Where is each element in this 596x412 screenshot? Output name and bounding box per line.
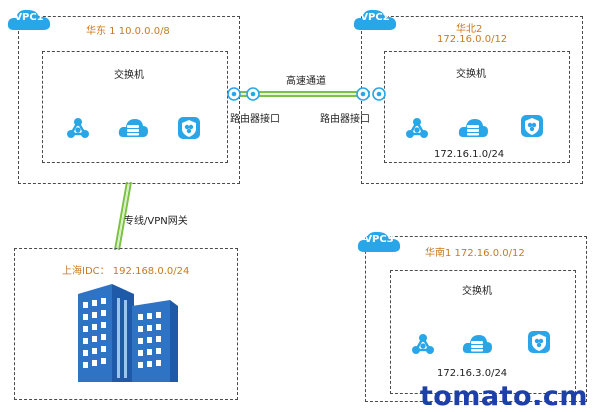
shield-app-icon <box>528 331 550 353</box>
vpc1-region-label: 华东 1 10.0.0.0/8 <box>86 26 170 37</box>
shield-app-icon <box>178 117 200 139</box>
dedicated-line <box>114 182 132 250</box>
vpc2-region-line2: 172.16.0.0/12 <box>437 34 508 45</box>
cloud-badge-icon <box>357 231 401 252</box>
vpc3-badge: VPC3 <box>356 228 402 254</box>
cloud-badge-icon <box>353 9 397 30</box>
vpc2-region-line1: 华北2 <box>456 24 483 35</box>
office-building-icon <box>78 284 178 382</box>
vpc3-container <box>365 236 587 402</box>
cloud-database-icon <box>462 335 492 353</box>
vpc3-subnet-label: 172.16.3.0/24 <box>437 368 508 379</box>
network-nodes-icon <box>406 118 428 138</box>
vpc3-badge-text: VPC3 <box>364 234 394 245</box>
cloud-database-icon <box>118 119 148 137</box>
network-nodes-icon <box>67 118 89 138</box>
vpc2-subnet-label: 172.16.1.0/24 <box>434 149 505 160</box>
shield-app-icon <box>521 115 543 137</box>
cloud-database-icon <box>458 119 488 137</box>
idc-label: 上海IDC： 192.168.0.0/24 <box>62 266 190 277</box>
express-connect-label: 高速通道 <box>286 76 326 87</box>
vpc2-router-label: 路由器接口 <box>320 114 370 125</box>
vpc1-badge-text: VPC1 <box>14 12 44 23</box>
dedicated-line-label: 专线/VPN网关 <box>124 216 188 227</box>
vpc1-badge: VPC1 <box>6 6 52 32</box>
vpc3-switch-label: 交换机 <box>462 286 492 297</box>
vpc1-router-label: 路由器接口 <box>230 114 280 125</box>
vpc1-switch-box <box>42 51 228 163</box>
idc-container <box>14 248 238 400</box>
vpc2-badge-text: VPC2 <box>360 12 390 23</box>
router-interface-icon <box>246 87 260 101</box>
router-interface-icon <box>356 87 370 101</box>
vpc2-switch-box <box>384 51 570 163</box>
vpc2-switch-label: 交换机 <box>456 69 486 80</box>
cloud-badge-icon <box>7 9 51 30</box>
vpc3-switch-box <box>390 270 576 394</box>
vpc1-switch-label: 交换机 <box>114 70 144 81</box>
vpc2-badge: VPC2 <box>352 6 398 32</box>
watermark: tomato.cm <box>419 381 588 412</box>
router-interface-icon <box>227 87 241 101</box>
router-interface-icon <box>372 87 386 101</box>
vpc3-region-label: 华南1 172.16.0.0/12 <box>425 248 525 259</box>
network-nodes-icon <box>412 334 434 354</box>
